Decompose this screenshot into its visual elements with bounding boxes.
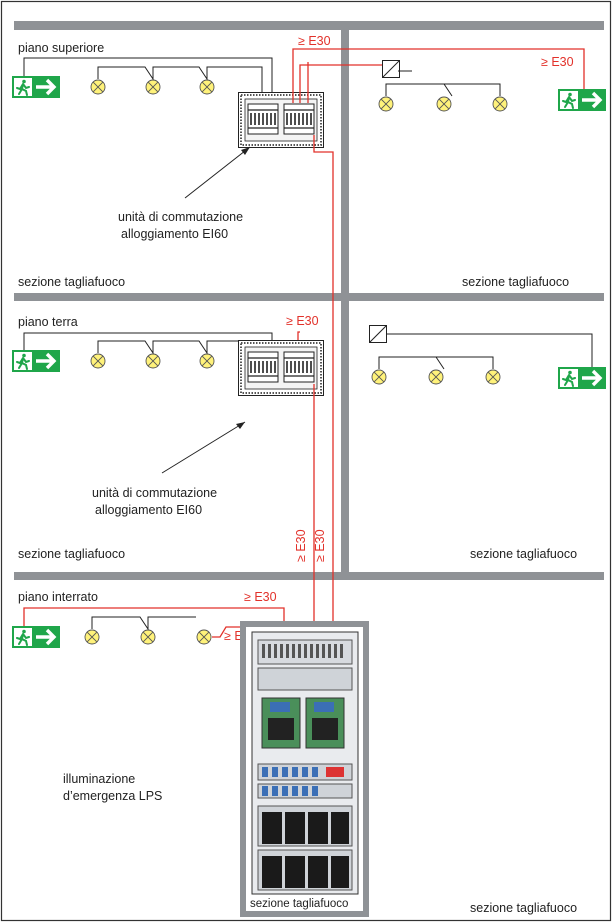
floor-slab-ground [14, 572, 604, 580]
circuit-wire [23, 57, 273, 103]
switch-unit-caption: alloggiamento EI60 [121, 227, 228, 241]
fire-section-label: sezione tagliafuoco [250, 898, 348, 910]
lamp-icon [492, 96, 508, 112]
switch-unit-icon [238, 340, 324, 396]
exit-sign-icon [12, 626, 60, 648]
lamp-icon [199, 79, 215, 95]
circuit-wire [97, 340, 263, 384]
switch-unit-caption: unità di commutazione [118, 210, 243, 224]
fire-wall-ground [341, 301, 349, 572]
floor-label-basement: piano interrato [18, 590, 98, 604]
fire-rated-cable [313, 135, 334, 624]
lamp-icon [196, 629, 212, 645]
circuit-wire [385, 83, 501, 97]
lamp-icon [378, 96, 394, 112]
fire-rated-cable [299, 64, 382, 103]
lamp-icon [371, 369, 387, 385]
lamp-icon [145, 79, 161, 95]
fire-section-label: sezione tagliafuoco [18, 547, 125, 561]
lamp-icon [140, 629, 156, 645]
floor-slab-upper [14, 293, 604, 301]
fire-section-label: sezione tagliafuoco [462, 275, 569, 289]
ceiling-wall-upper [14, 21, 604, 30]
exit-sign-icon [12, 76, 60, 98]
lamp-icon [199, 353, 215, 369]
exit-sign-icon [558, 89, 606, 111]
lamp-icon [90, 353, 106, 369]
cable-rating-label: ≥ E30 [294, 529, 308, 562]
fire-rated-cable [297, 331, 300, 340]
exit-sign-icon [12, 350, 60, 372]
lps-caption: illuminazione [63, 772, 135, 786]
cable-rating-label: ≥ E30 [313, 529, 327, 562]
lps-cabinet-icon [240, 621, 369, 917]
lps-caption: d’emergenza LPS [63, 789, 162, 803]
switch-unit-caption: alloggiamento EI60 [95, 503, 202, 517]
floor-label-upper: piano superiore [18, 41, 104, 55]
cable-rating-label: ≥ E30 [286, 314, 319, 328]
lamp-icon [428, 369, 444, 385]
fire-section-label: sezione tagliafuoco [470, 547, 577, 561]
callout-arrow [161, 421, 246, 474]
circuit-wire [378, 356, 494, 370]
converter-icon [382, 60, 400, 78]
floor-label-ground: piano terra [18, 315, 78, 329]
circuit-wire [387, 333, 593, 367]
lamp-icon [145, 353, 161, 369]
cable-rating-label: ≥ E30 [244, 590, 277, 604]
lamp-icon [485, 369, 501, 385]
switch-unit-caption: unità di commutazione [92, 486, 217, 500]
fire-section-label: sezione tagliafuoco [470, 901, 577, 915]
lamp-icon [90, 79, 106, 95]
circuit-wire [91, 616, 196, 631]
converter-icon [369, 325, 387, 343]
lamp-icon [436, 96, 452, 112]
circuit-wire [97, 66, 263, 103]
cable-rating-label: ≥ E30 [298, 34, 331, 48]
switch-unit-icon [238, 92, 324, 148]
fire-wall-upper [341, 30, 349, 293]
callout-arrow [184, 146, 251, 199]
exit-sign-icon [558, 367, 606, 389]
cable-rating-label: ≥ E30 [541, 55, 574, 69]
fire-rated-cable [292, 48, 585, 103]
lamp-icon [84, 629, 100, 645]
fire-section-label: sezione tagliafuoco [18, 275, 125, 289]
